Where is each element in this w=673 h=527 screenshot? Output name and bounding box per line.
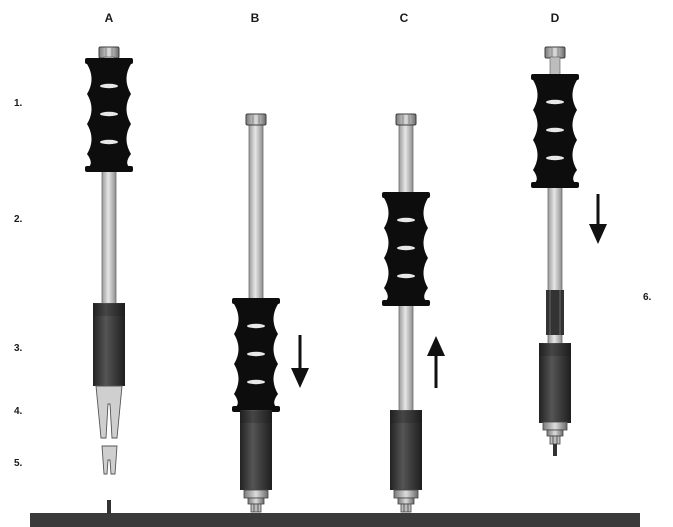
tool-assembly-d: [531, 46, 607, 456]
step-label-3: 3.: [14, 343, 23, 354]
step-label-1: 1.: [14, 98, 23, 109]
tool-assembly-a: [85, 46, 133, 514]
ground-surface: [30, 513, 640, 527]
tool-assembly-c: [382, 113, 445, 513]
step-label-5: 5.: [14, 458, 23, 469]
arrow-down-icon: [291, 335, 309, 388]
tool-assembly-b: [232, 113, 309, 513]
step-label-6: 6.: [643, 292, 652, 303]
arrow-up-icon: [427, 336, 445, 388]
step-label-2: 2.: [14, 214, 23, 225]
column-label-c: C: [399, 11, 409, 25]
column-label-d: D: [550, 11, 560, 25]
column-label-a: A: [104, 11, 114, 25]
step-label-4: 4.: [14, 406, 23, 417]
arrow-down-icon: [589, 194, 607, 244]
column-label-b: B: [250, 11, 260, 25]
